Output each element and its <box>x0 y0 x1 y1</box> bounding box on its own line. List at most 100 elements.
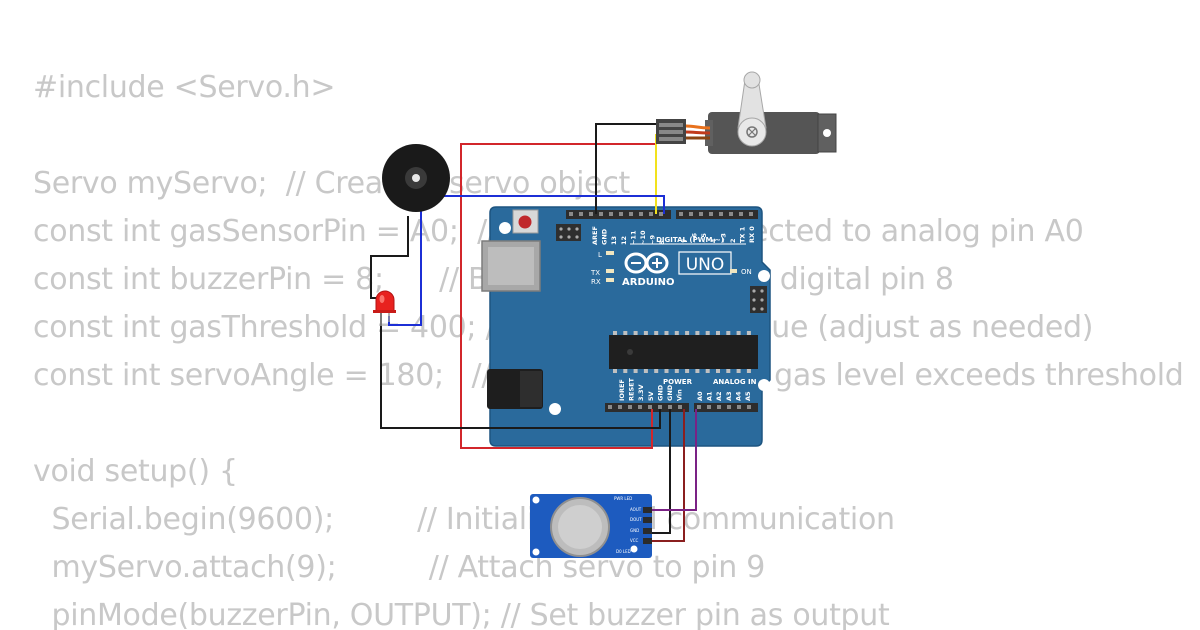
header-pin[interactable] <box>628 405 632 409</box>
header-pin[interactable] <box>659 212 663 216</box>
wire-blue-led-pin8[interactable] <box>388 195 665 326</box>
header-pin[interactable] <box>649 212 653 216</box>
header-pin[interactable] <box>638 405 642 409</box>
led-rx-label: RX <box>591 278 601 286</box>
header-pin-label: A5 <box>744 391 752 401</box>
header-pin-label: ~9 <box>649 235 657 245</box>
header-pin[interactable] <box>699 212 703 216</box>
microcontroller-chip <box>609 335 758 369</box>
sensor-pin[interactable] <box>643 507 652 513</box>
header-pin[interactable] <box>719 212 723 216</box>
header-pin-label: 8 <box>658 240 666 245</box>
on-label: ON <box>741 268 752 276</box>
header-pin[interactable] <box>629 212 633 216</box>
header-pin[interactable] <box>717 405 721 409</box>
sensor-mesh-inner <box>558 505 602 549</box>
header-pin[interactable] <box>648 405 652 409</box>
header-pin-label: RESET <box>628 377 636 401</box>
servo-horn-tip <box>743 71 761 89</box>
header-pin[interactable] <box>737 405 741 409</box>
uno-model-label: UNO <box>686 255 725 275</box>
chip-pin <box>613 369 617 373</box>
header-pin[interactable] <box>579 212 583 216</box>
power-label: POWER <box>663 378 693 386</box>
digital-pwm-label: DIGITAL (PWM ~) <box>656 236 724 244</box>
header-pin-label: ~3 <box>719 233 727 243</box>
power-header[interactable] <box>605 403 689 412</box>
chip-pin <box>674 369 679 373</box>
header-pin-label: ~10 <box>639 230 647 245</box>
chip-pin <box>726 369 731 373</box>
header-pin[interactable] <box>589 212 593 216</box>
sensor-d0-led-label: D0 LED <box>616 549 631 554</box>
wire-black-gnd-servo[interactable] <box>595 123 656 214</box>
digital-header-right[interactable] <box>676 210 758 219</box>
header-pin[interactable] <box>569 212 573 216</box>
servo-motor[interactable] <box>656 71 837 154</box>
header-pin[interactable] <box>658 405 662 409</box>
wire-red-5v-servo[interactable] <box>460 143 656 449</box>
header-pin[interactable] <box>599 212 603 216</box>
servo-mount-hole <box>823 129 831 137</box>
mounting-hole <box>758 270 770 282</box>
header-pin[interactable] <box>727 405 731 409</box>
chip-notch <box>627 349 633 355</box>
header-pin[interactable] <box>749 212 753 216</box>
header-pin-label: A3 <box>725 391 733 401</box>
header-pin[interactable] <box>619 212 623 216</box>
mounting-hole <box>549 403 561 415</box>
power-jack-body <box>520 371 542 407</box>
analog-header[interactable] <box>694 403 758 412</box>
digital-header-left[interactable] <box>566 210 671 219</box>
sensor-pin[interactable] <box>643 517 652 523</box>
header-pin[interactable] <box>678 405 682 409</box>
header-pin[interactable] <box>707 405 711 409</box>
wire-purple-sensor-aout[interactable] <box>650 409 697 511</box>
sensor-pin-label: AOUT <box>630 507 642 512</box>
header-pin-label: ~11 <box>629 230 637 245</box>
chip-pin <box>664 331 669 335</box>
chip-pin <box>746 369 751 373</box>
on-led <box>730 269 737 273</box>
chip-pin <box>654 369 659 373</box>
sensor-pin[interactable] <box>643 528 652 534</box>
header-pin[interactable] <box>618 405 622 409</box>
header-pin[interactable] <box>639 212 643 216</box>
chip-pin <box>746 331 751 335</box>
header-pin-label: 13 <box>610 236 618 245</box>
led-l-label: L <box>598 251 602 259</box>
chip-pin <box>736 369 741 373</box>
chip-pin <box>736 331 741 335</box>
header-pin[interactable] <box>668 405 672 409</box>
header-pin[interactable] <box>747 405 751 409</box>
chip-pin <box>643 369 648 373</box>
header-pin[interactable] <box>679 212 683 216</box>
header-pin[interactable] <box>697 405 701 409</box>
header-pin[interactable] <box>729 212 733 216</box>
sensor-mount-hole <box>532 548 540 556</box>
red-led[interactable] <box>373 290 396 326</box>
header-pin[interactable] <box>689 212 693 216</box>
sensor-pin[interactable] <box>643 538 652 544</box>
code-line: void setup() { <box>33 454 238 489</box>
wire-brown-sensor-vcc[interactable] <box>650 409 685 542</box>
header-pin[interactable] <box>608 405 612 409</box>
header-pin-label: A2 <box>715 391 723 401</box>
buzzer-hole-icon <box>412 174 420 182</box>
chip-pin <box>654 331 659 335</box>
header-pin-label: GND <box>656 384 664 401</box>
header-pin[interactable] <box>739 212 743 216</box>
header-pin[interactable] <box>709 212 713 216</box>
code-line: #include <Servo.h> <box>33 70 336 105</box>
piezo-buzzer[interactable] <box>382 144 450 212</box>
header-pin-label: 7 <box>681 238 689 243</box>
reset-button-cap[interactable] <box>518 215 532 229</box>
header-pin[interactable] <box>609 212 613 216</box>
wire-black-sensor-gnd[interactable] <box>650 409 671 534</box>
led-tx-label: TX <box>590 269 600 277</box>
chip-pin <box>695 369 700 373</box>
header-pin-label: A1 <box>706 391 714 401</box>
